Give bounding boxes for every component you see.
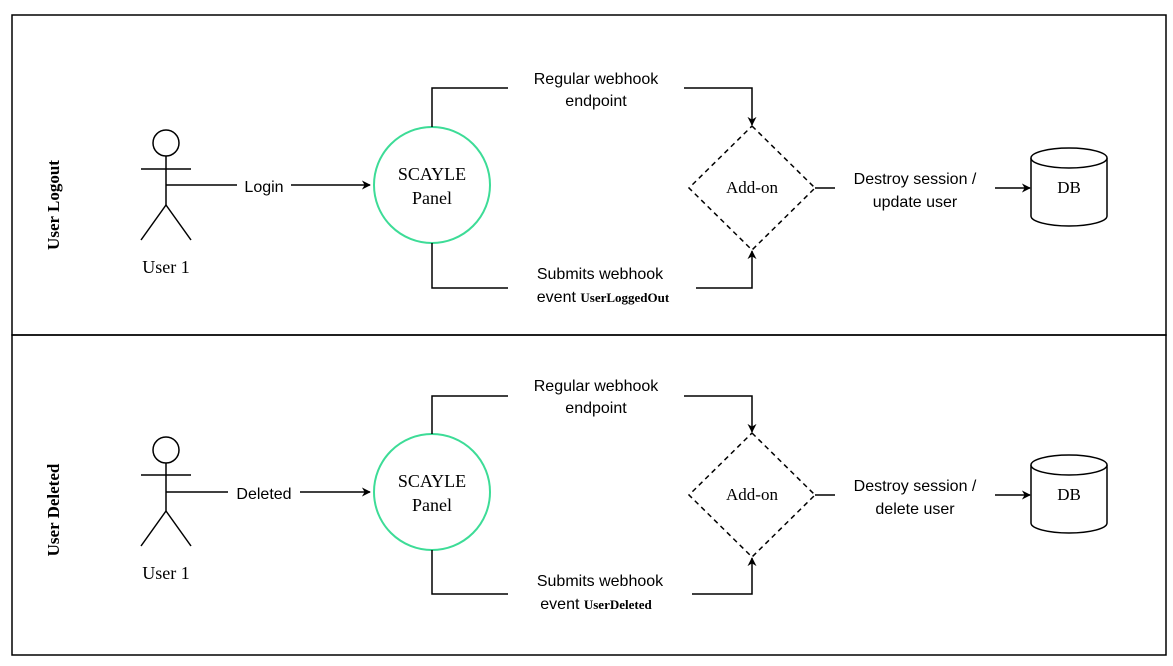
trigger-label-bg	[228, 484, 300, 502]
event-name: UserLoggedOut	[580, 290, 670, 305]
edge-label-bg	[508, 260, 696, 310]
addon-node	[687, 431, 817, 559]
trigger-label-bg	[237, 177, 291, 195]
db-edge-label-line1: Destroy session /	[854, 171, 977, 188]
trigger-label: Deleted	[236, 486, 291, 503]
top-edge-label-line1: Regular webhook	[534, 378, 660, 395]
db-cylinder-icon	[1030, 454, 1108, 534]
lane-user-logout: User Logout User 1 Login SCAYLE Panel Re…	[11, 14, 1167, 336]
bottom-edge-label-line1: Submits webhook	[537, 573, 664, 590]
top-edge-label-line1: Regular webhook	[534, 71, 660, 88]
db-edge-label-line1: Destroy session /	[854, 478, 977, 495]
actor-label: User 1	[142, 563, 190, 583]
top-edge-label-line2: endpoint	[565, 400, 627, 417]
db-edge-label-line2: delete user	[875, 501, 955, 518]
event-prefix: event	[540, 596, 584, 613]
edge-label-bg	[508, 373, 684, 419]
addon-label: Add-on	[726, 485, 778, 504]
lane-user-deleted: User Deleted User 1 Deleted SCAYLE Panel…	[11, 334, 1167, 656]
db-cylinder-icon	[1030, 147, 1108, 227]
edge-label-bg	[835, 473, 995, 519]
panel-label-line2: Panel	[412, 188, 452, 208]
db-label: DB	[1057, 178, 1081, 197]
db-edge-label-line2: update user	[873, 194, 958, 211]
panel-label-line1: SCAYLE	[398, 471, 466, 491]
bottom-edge-label-line2: event UserDeleted	[540, 596, 652, 613]
actor-icon	[140, 436, 192, 547]
panel-label-line1: SCAYLE	[398, 164, 466, 184]
actor-icon	[140, 129, 192, 241]
scayle-panel-node	[373, 433, 491, 551]
addon-node	[687, 124, 817, 252]
bottom-edge-label-line1: Submits webhook	[537, 266, 664, 283]
lane-title: User Deleted	[44, 463, 63, 556]
top-edge-label-line2: endpoint	[565, 93, 627, 110]
edge-label-bg	[508, 567, 692, 617]
bottom-edge-label-line2: event UserLoggedOut	[537, 289, 670, 306]
panel-label-line2: Panel	[412, 495, 452, 515]
edge-label-bg	[835, 166, 995, 212]
edge-label-bg	[508, 66, 684, 112]
lane-title: User Logout	[44, 160, 63, 250]
event-name: UserDeleted	[584, 597, 653, 612]
lane-border	[11, 334, 1167, 656]
trigger-label: Login	[244, 179, 283, 196]
scayle-panel-node	[373, 126, 491, 244]
actor-label: User 1	[142, 257, 190, 277]
db-label: DB	[1057, 485, 1081, 504]
event-prefix: event	[537, 289, 581, 306]
addon-label: Add-on	[726, 178, 778, 197]
